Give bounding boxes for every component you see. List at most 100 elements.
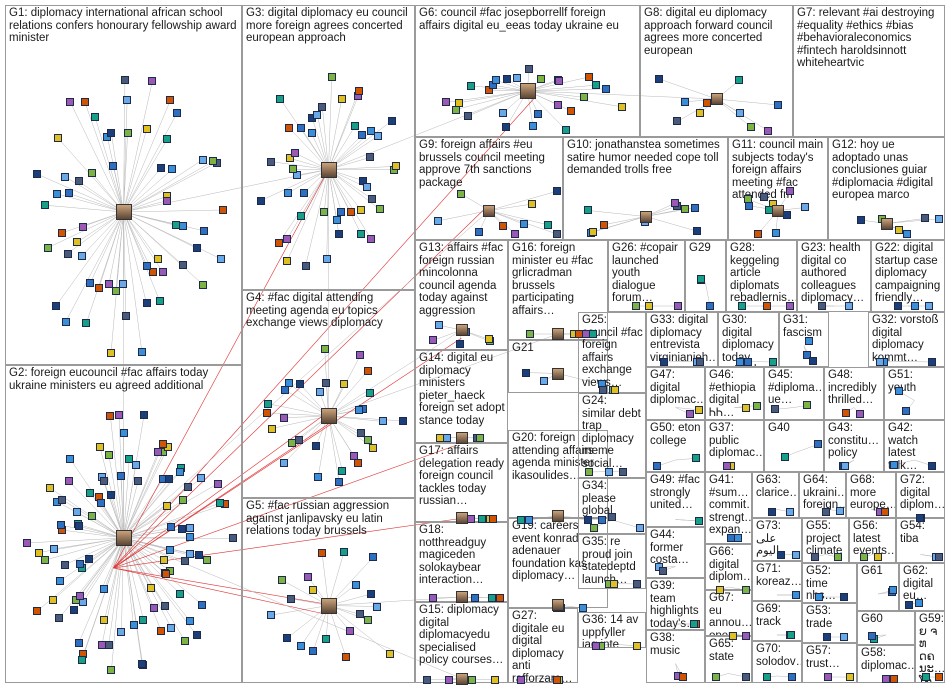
network-node[interactable] <box>681 204 690 213</box>
network-node[interactable] <box>553 230 561 238</box>
hub-node[interactable] <box>320 597 337 614</box>
network-node[interactable] <box>487 594 496 602</box>
network-node[interactable] <box>43 243 52 252</box>
network-node[interactable] <box>555 76 564 85</box>
network-node[interactable] <box>485 335 494 344</box>
network-node[interactable] <box>920 214 929 223</box>
network-node[interactable] <box>367 235 376 244</box>
network-node[interactable] <box>54 134 63 143</box>
network-node[interactable] <box>322 635 331 644</box>
network-node[interactable] <box>544 220 553 229</box>
network-node[interactable] <box>463 112 472 121</box>
network-node[interactable] <box>41 556 50 565</box>
network-node[interactable] <box>153 254 162 263</box>
network-node[interactable] <box>702 99 711 108</box>
network-node[interactable] <box>109 161 118 170</box>
network-node[interactable] <box>589 330 598 338</box>
network-node[interactable] <box>137 347 146 356</box>
network-node[interactable] <box>159 439 168 448</box>
network-node[interactable] <box>456 189 465 198</box>
network-node[interactable] <box>367 589 376 598</box>
network-node[interactable] <box>763 673 772 681</box>
network-node[interactable] <box>149 604 158 613</box>
network-node[interactable] <box>327 73 336 82</box>
network-node[interactable] <box>781 453 790 462</box>
network-node[interactable] <box>924 302 933 310</box>
network-node[interactable] <box>142 299 151 308</box>
network-node[interactable] <box>696 275 705 284</box>
network-node[interactable] <box>315 387 324 396</box>
network-node[interactable] <box>844 302 853 310</box>
network-node[interactable] <box>840 633 849 641</box>
network-node[interactable] <box>363 366 372 375</box>
network-node[interactable] <box>140 410 149 419</box>
network-node[interactable] <box>335 478 344 487</box>
network-node[interactable] <box>428 336 437 345</box>
network-node[interactable] <box>288 165 297 174</box>
network-node[interactable] <box>74 639 83 648</box>
network-node[interactable] <box>160 556 169 565</box>
network-node[interactable] <box>115 410 124 419</box>
network-node[interactable] <box>671 199 680 208</box>
network-node[interactable] <box>318 102 327 111</box>
network-node[interactable] <box>910 302 919 310</box>
network-node[interactable] <box>842 408 851 417</box>
network-node[interactable] <box>22 538 31 547</box>
network-node[interactable] <box>157 627 166 636</box>
network-node[interactable] <box>320 208 329 217</box>
network-node[interactable] <box>104 279 113 288</box>
network-node[interactable] <box>213 479 222 488</box>
network-node[interactable] <box>742 586 750 594</box>
network-node[interactable] <box>284 379 293 387</box>
hub-node[interactable] <box>710 93 723 105</box>
network-node[interactable] <box>356 610 365 619</box>
hub-node[interactable] <box>455 591 468 603</box>
network-node[interactable] <box>77 252 86 261</box>
network-node[interactable] <box>455 340 464 348</box>
hub-node[interactable] <box>320 161 337 178</box>
network-node[interactable] <box>894 226 903 235</box>
network-node[interactable] <box>281 386 290 395</box>
network-node[interactable] <box>618 102 627 111</box>
network-node[interactable] <box>86 278 95 287</box>
network-node[interactable] <box>168 165 177 174</box>
network-node[interactable] <box>522 368 531 377</box>
hub-node[interactable] <box>455 511 468 524</box>
network-node[interactable] <box>283 256 292 265</box>
network-node[interactable] <box>653 462 662 470</box>
network-node[interactable] <box>64 189 73 198</box>
network-node[interactable] <box>754 230 762 238</box>
network-node[interactable] <box>678 673 687 681</box>
network-node[interactable] <box>356 428 365 437</box>
network-node[interactable] <box>199 226 208 235</box>
network-node[interactable] <box>592 81 601 90</box>
network-node[interactable] <box>364 436 373 445</box>
network-node[interactable] <box>836 506 844 515</box>
network-node[interactable] <box>158 267 167 276</box>
network-node[interactable] <box>786 187 794 196</box>
network-node[interactable] <box>539 376 548 385</box>
network-node[interactable] <box>589 524 598 532</box>
network-node[interactable] <box>817 302 826 310</box>
network-node[interactable] <box>131 460 140 469</box>
network-node[interactable] <box>199 280 208 289</box>
network-node[interactable] <box>155 296 164 305</box>
network-node[interactable] <box>322 378 331 387</box>
network-node[interactable] <box>705 301 714 310</box>
network-node[interactable] <box>332 216 341 225</box>
network-node[interactable] <box>823 673 832 681</box>
network-node[interactable] <box>358 130 367 139</box>
network-node[interactable] <box>935 214 943 223</box>
network-node[interactable] <box>52 189 61 198</box>
network-node[interactable] <box>517 676 526 684</box>
network-node[interactable] <box>788 673 797 681</box>
network-node[interactable] <box>526 330 535 338</box>
network-node[interactable] <box>148 77 157 86</box>
network-node[interactable] <box>66 454 75 463</box>
network-node[interactable] <box>792 591 800 599</box>
network-node[interactable] <box>583 516 592 524</box>
network-node[interactable] <box>455 98 464 107</box>
network-node[interactable] <box>33 170 42 179</box>
network-node[interactable] <box>176 467 185 476</box>
network-node[interactable] <box>285 154 294 163</box>
